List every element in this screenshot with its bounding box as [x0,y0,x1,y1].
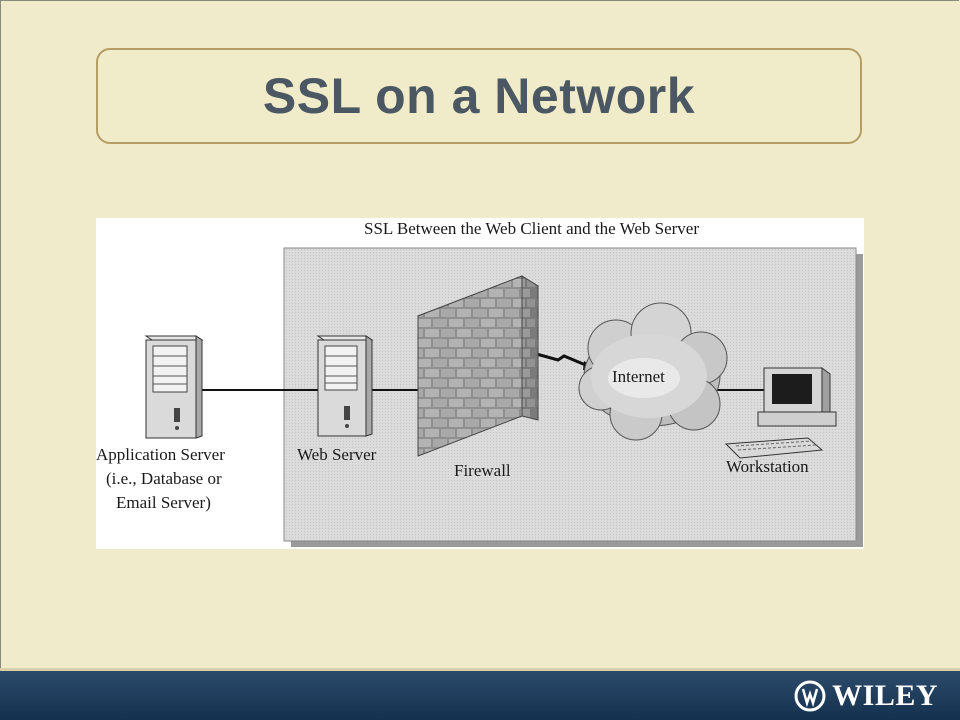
app-server-label-line2: (i.e., Database or [106,469,222,488]
internet-cloud-icon [578,302,728,441]
ssl-zone-panel [283,247,857,542]
link-firewall-internet [521,348,589,368]
firewall-icon [416,275,540,457]
app-server-label-line3: Email Server) [116,493,211,512]
application-server-icon [144,335,204,439]
network-diagram: SSL Between the Web Client and the Web S… [96,218,864,549]
web-server-icon [316,335,374,437]
ssl-caption: SSL Between the Web Client and the Web S… [364,219,699,238]
slide-border [0,0,959,669]
wiley-logo: WILEY [794,679,938,713]
workstation-icon [724,367,837,459]
wiley-emblem-icon [794,680,826,712]
firewall-label: Firewall [454,461,511,480]
footer-divider [0,668,960,671]
wiley-logo-text: WILEY [832,679,938,712]
internet-label: Internet [612,367,665,386]
web-server-label: Web Server [297,445,377,464]
slide-title: SSL on a Network [262,68,696,124]
app-server-label-line1: Application Server [96,445,225,464]
workstation-label: Workstation [726,457,809,476]
footer-bar: WILEY [0,671,960,720]
title-box: SSL on a Network [96,48,862,144]
